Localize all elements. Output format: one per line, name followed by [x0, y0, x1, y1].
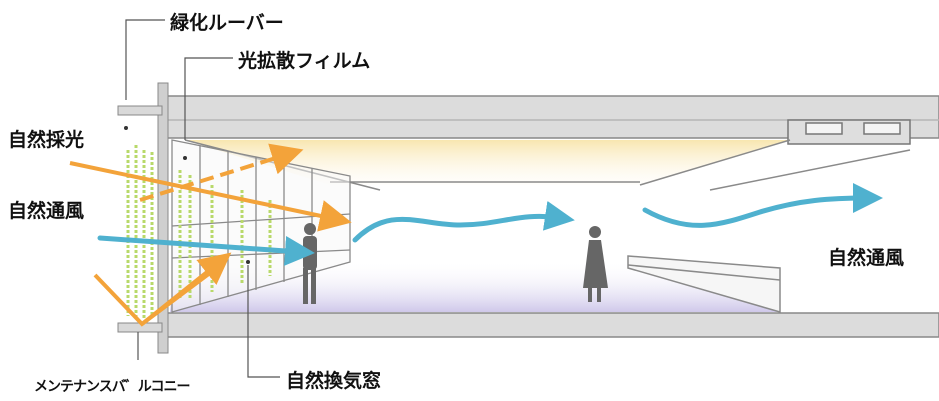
leader-lines [125, 19, 280, 378]
ventilation-arrows [97, 183, 883, 266]
person-center [583, 226, 608, 302]
ceiling-duct [787, 119, 911, 145]
upper-balcony-slab [117, 105, 163, 116]
label-maintenance-balcony: メンテナンスバ゛ルコニー [34, 379, 190, 395]
interior-partition [627, 255, 781, 313]
leader-dots [124, 126, 250, 264]
label-green-louver: 緑化ルーバー [170, 12, 284, 34]
lower-floor-slab [159, 312, 939, 338]
floor-light-glow [170, 260, 780, 312]
label-natural-ventilation-left: 自然通風 [8, 200, 85, 222]
facade-column [157, 82, 169, 354]
label-natural-ventilation-window: 自然換気窓 [286, 370, 382, 392]
label-natural-ventilation-right: 自然通風 [828, 247, 905, 269]
daylight-arrows [69, 143, 352, 327]
label-light-diffusion-film: 光拡散フィルム [238, 50, 371, 72]
label-natural-daylight: 自然採光 [8, 129, 85, 151]
